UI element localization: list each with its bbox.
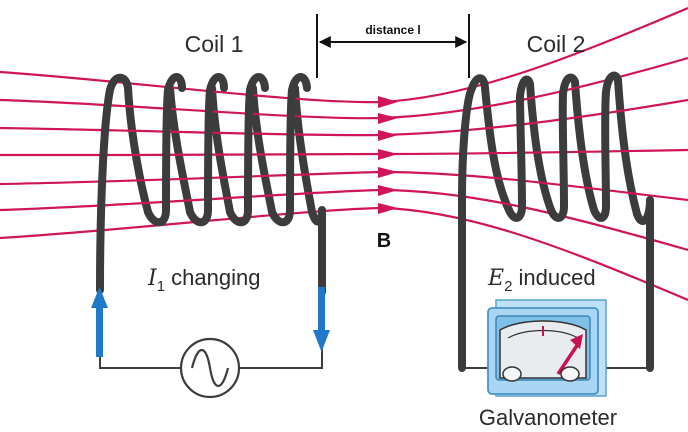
galvanometer-icon: [487, 299, 607, 397]
coil-2: [458, 71, 654, 372]
field-direction-arrows: [378, 96, 398, 214]
coil-2-label: Coil 2: [527, 31, 586, 57]
current-subscript: 1: [157, 278, 165, 295]
coil-2-back: [481, 76, 641, 218]
coil-1-back: [124, 84, 316, 216]
current-arrow-up: [91, 287, 108, 357]
coil-1-label: Coil 1: [185, 31, 244, 57]
current-text: changing: [165, 265, 260, 290]
current-arrow-down: [313, 287, 330, 352]
galvanometer-label: Galvanometer: [479, 405, 617, 430]
ac-source-icon: [179, 337, 241, 399]
distance-dimension: [316, 14, 470, 78]
current-label: I1 changing: [147, 265, 260, 295]
emf-subscript: 2: [504, 278, 512, 295]
emf-label: E2 induced: [487, 265, 596, 295]
distance-label: distance l: [365, 23, 420, 37]
emf-symbol: E: [487, 266, 504, 291]
magnetic-field-label: B: [377, 230, 391, 252]
coil-1: [96, 73, 326, 296]
emf-text: induced: [512, 265, 595, 290]
galvanometer-needle: [556, 343, 580, 375]
current-symbol: I: [147, 266, 158, 291]
